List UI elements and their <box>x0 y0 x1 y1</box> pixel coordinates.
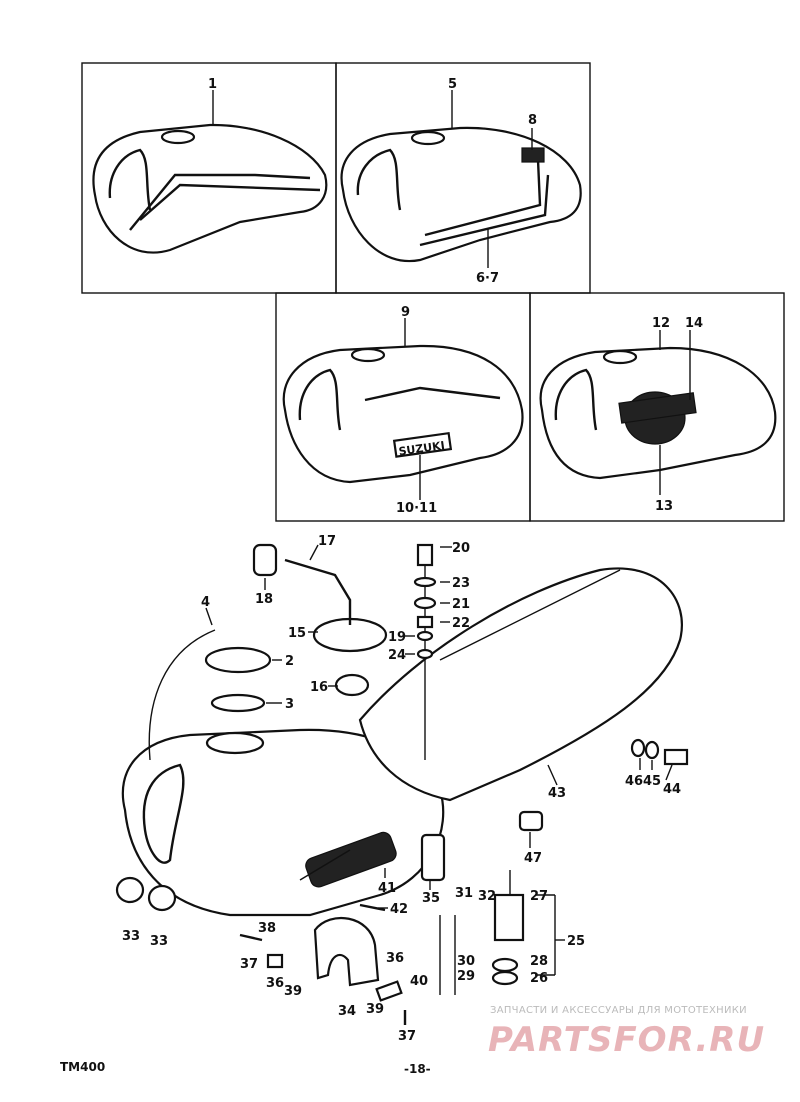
label-33b: 33 <box>150 934 168 949</box>
label-15: 15 <box>288 626 306 641</box>
label-30: 30 <box>457 954 475 969</box>
label-10-11: 10·11 <box>396 501 437 516</box>
label-47: 47 <box>524 851 542 866</box>
tank-variant-4 <box>539 330 777 495</box>
label-39a: 39 <box>284 984 302 999</box>
watermark-logo: PARTSFOR.RU <box>488 1020 766 1060</box>
label-5: 5 <box>448 77 457 92</box>
tank-variant-3: SUZUKI <box>282 318 524 500</box>
lower-mount-parts <box>115 876 407 1025</box>
tank-variant-2 <box>340 90 582 268</box>
label-21: 21 <box>452 597 470 612</box>
label-18: 18 <box>255 592 273 607</box>
leader-lines <box>205 544 673 909</box>
label-14: 14 <box>685 316 703 331</box>
part-labels: 1 5 8 6·7 9 10·11 12 14 13 17 18 20 23 2… <box>122 77 703 1044</box>
label-41: 41 <box>378 881 396 896</box>
seat-fasteners <box>518 738 689 832</box>
label-31: 31 <box>455 886 473 901</box>
label-17: 17 <box>318 534 336 549</box>
label-24: 24 <box>388 648 406 663</box>
label-28: 28 <box>530 954 548 969</box>
label-34: 34 <box>338 1004 356 1019</box>
label-27: 27 <box>530 889 548 904</box>
watermark-caption: ЗАПЧАСТИ И АКСЕССУАРЫ ДЛЯ МОТОТЕХНИКИ <box>490 1005 747 1016</box>
tank-variant-1 <box>92 90 328 254</box>
label-46: 46 <box>625 774 643 789</box>
label-22: 22 <box>452 616 470 631</box>
seat <box>358 567 683 802</box>
label-39b: 39 <box>366 1002 384 1017</box>
label-25: 25 <box>567 934 585 949</box>
label-19: 19 <box>388 630 406 645</box>
tank-emblem-text: SUZUKI <box>398 439 446 458</box>
label-3: 3 <box>285 697 294 712</box>
label-16: 16 <box>310 680 328 695</box>
label-36b: 36 <box>386 951 404 966</box>
label-37b: 37 <box>398 1029 416 1044</box>
label-13: 13 <box>655 499 673 514</box>
fuel-cock-assembly <box>420 833 565 995</box>
label-4: 4 <box>201 595 210 610</box>
label-40: 40 <box>410 974 428 989</box>
label-23: 23 <box>452 576 470 591</box>
label-35: 35 <box>422 891 440 906</box>
label-38: 38 <box>258 921 276 936</box>
bolt-stack <box>413 543 437 760</box>
page-number: -18- <box>404 1062 431 1076</box>
label-32: 32 <box>478 889 496 904</box>
label-36a: 36 <box>266 976 284 991</box>
label-29: 29 <box>457 969 475 984</box>
model-code: TM400 <box>60 1060 106 1074</box>
label-2: 2 <box>285 654 294 669</box>
label-33a: 33 <box>122 929 140 944</box>
variant-panels-top <box>81 62 785 522</box>
label-8: 8 <box>528 113 537 128</box>
label-12: 12 <box>652 316 670 331</box>
label-44: 44 <box>663 782 681 797</box>
label-45: 45 <box>643 774 661 789</box>
label-9: 9 <box>401 305 410 320</box>
label-43: 43 <box>548 786 566 801</box>
fuel-cap-parts <box>148 543 388 761</box>
label-6-7: 6·7 <box>476 271 499 286</box>
label-37a: 37 <box>240 957 258 972</box>
label-26: 26 <box>530 971 548 986</box>
label-42: 42 <box>390 902 408 917</box>
label-1: 1 <box>208 77 217 92</box>
label-20: 20 <box>452 541 470 556</box>
